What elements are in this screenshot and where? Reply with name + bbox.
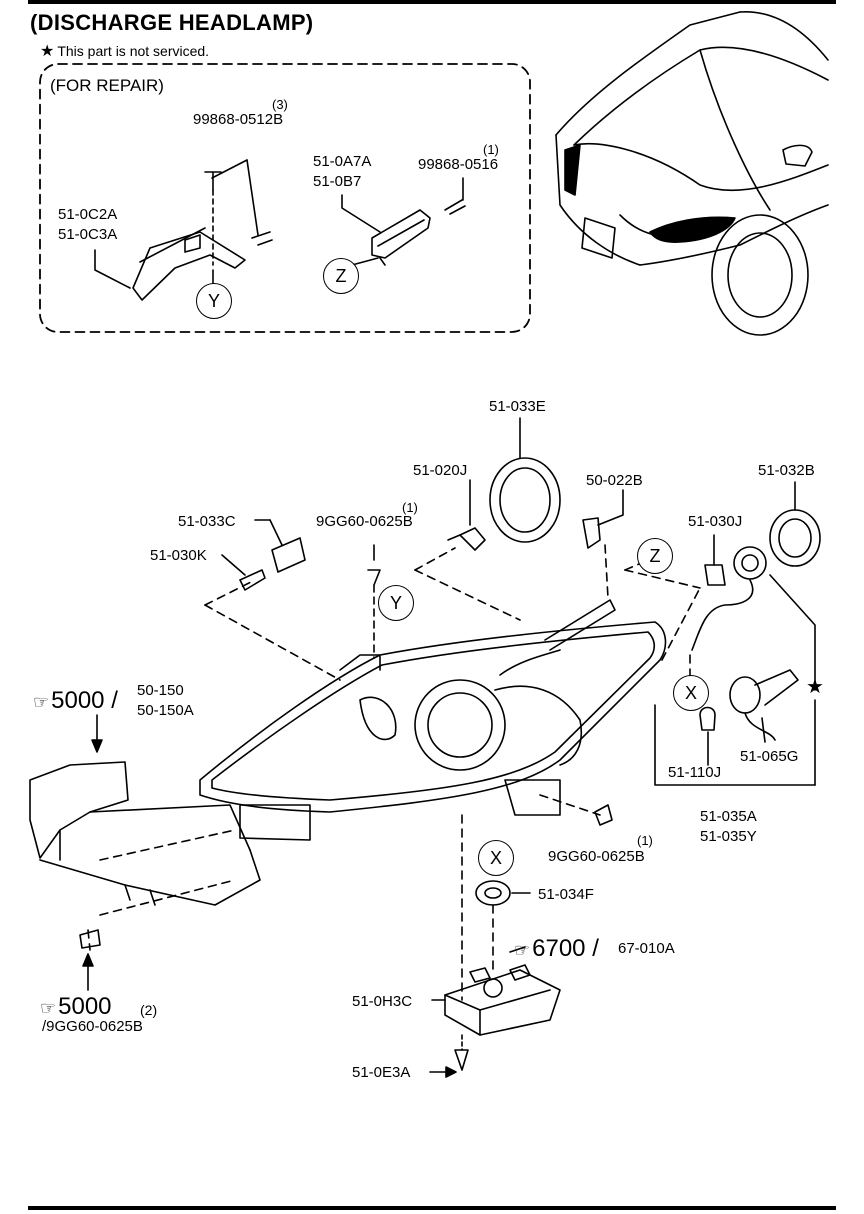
qty-5000: (2) — [140, 1002, 158, 1018]
cap-51-033e-drawing — [489, 417, 561, 543]
arrow-up-icon — [82, 953, 94, 991]
label-51-065g: 51-065G — [740, 748, 799, 765]
ref-5000-top[interactable]: ☞5000 / — [33, 687, 118, 714]
bracket-51-0c2a-drawing — [132, 227, 246, 301]
label-51-030j: 51-030J — [688, 513, 743, 530]
ref-6700[interactable]: ☞6700 / — [514, 935, 599, 962]
screw-9gg60-0625b-mid-icon — [594, 804, 613, 826]
igniter-wire-drawing — [691, 546, 816, 691]
label-50-150: 50-150 — [137, 682, 184, 699]
callout-x-top: X — [673, 675, 709, 711]
qty-9gg60-0625b-mid: (1) — [637, 833, 653, 848]
label-51-033e: 51-033E — [489, 398, 546, 415]
qty-99868-0512b: (3) — [272, 97, 288, 112]
label-9gg60-0625b-top: 9GG60-0625B — [316, 513, 413, 530]
headlamp-assembly-drawing — [199, 599, 667, 841]
car-headlamp-highlight — [649, 216, 736, 243]
top-rule — [28, 0, 836, 4]
screw-51-0e3a-icon — [429, 1034, 469, 1078]
note-text: This part is not serviced. — [57, 43, 210, 59]
bottom-rule — [28, 1206, 836, 1210]
callout-z-repair: Z — [323, 258, 359, 294]
label-51-0e3a: 51-0E3A — [352, 1064, 411, 1081]
control-unit-51-0h3c-drawing — [444, 964, 561, 1036]
label-50-150a: 50-150A — [137, 702, 194, 719]
label-51-020j: 51-020J — [413, 462, 468, 479]
label-51-030k: 51-030K — [150, 547, 207, 564]
ref-5000-top-number: 5000 — [51, 687, 105, 714]
label-51-035a: 51-035A — [700, 808, 757, 825]
label-67-010a: 67-010A — [618, 940, 675, 957]
seal-51-034f-drawing — [475, 880, 511, 906]
qty-9gg60-0625b-top: (1) — [402, 500, 418, 515]
qty-99868-0516: (1) — [483, 142, 499, 157]
bracket-50-150-drawing — [29, 761, 261, 906]
label-51-0a7a: 51-0A7A — [313, 153, 372, 170]
repair-box-title: (FOR REPAIR) — [50, 76, 164, 95]
screw-5000-icon — [79, 929, 101, 949]
label-51-035y: 51-035Y — [700, 828, 757, 845]
label-9gg60-0625b-mid: 9GG60-0625B — [548, 848, 645, 865]
bulb-51-020j-drawing — [447, 479, 486, 551]
label-51-0c2a: 51-0C2A — [58, 206, 118, 223]
screw-99868-0512b-icon — [204, 171, 222, 191]
cap-51-032b-drawing — [769, 481, 821, 567]
star-icon: ★ — [40, 43, 55, 60]
label-51-032b: 51-032B — [758, 462, 815, 479]
vehicle-icon — [555, 11, 829, 336]
label-99868-0512b: 99868-0512B — [193, 111, 284, 128]
bulb-51-035a-drawing — [729, 669, 799, 743]
bulb-51-110j-drawing — [699, 706, 716, 766]
callout-y-repair: Y — [196, 283, 232, 319]
hand-pointer-icon: ☞ — [40, 998, 57, 1018]
callout-y: Y — [378, 585, 414, 621]
callout-z: Z — [637, 538, 673, 574]
screw-99868-0516-icon — [444, 199, 466, 215]
clip-50-022b-drawing — [582, 489, 624, 549]
hand-pointer-icon: ☞ — [33, 692, 50, 712]
bulb-51-030k-drawing — [221, 554, 266, 591]
label-51-034f: 51-034F — [538, 886, 594, 903]
not-serviced-note: ★This part is not serviced. — [40, 41, 209, 61]
ref-5000-bottom-number: 5000 — [58, 993, 112, 1020]
label-51-0c3a: 51-0C3A — [58, 226, 118, 243]
label-51-0h3c: 51-0H3C — [352, 993, 413, 1010]
bulb-51-030j-drawing — [704, 534, 726, 586]
screw-99868-0512b-side-icon — [251, 231, 273, 246]
arrow-down-icon — [91, 714, 103, 753]
screw-9gg60-0625b-top-icon — [367, 544, 381, 659]
hand-pointer-icon: ☞ — [514, 940, 531, 960]
label-50-022b: 50-022B — [586, 472, 643, 489]
label-51-110j: 51-110J — [668, 764, 722, 781]
label-51-0b7: 51-0B7 — [313, 173, 362, 190]
label-9gg60-0625b-bottom: /9GG60-0625B — [42, 1018, 143, 1035]
label-51-033c: 51-033C — [178, 513, 236, 530]
callout-x-bottom: X — [478, 840, 514, 876]
ref-6700-number: 6700 — [532, 935, 586, 962]
star-icon-not-serviced: ★ — [806, 676, 824, 698]
ref-5000-bottom[interactable]: ☞5000 — [40, 993, 112, 1021]
label-99868-0516: 99868-0516 — [418, 156, 499, 173]
socket-51-033c-drawing — [254, 519, 306, 573]
bracket-51-0a7a-drawing — [371, 209, 431, 266]
repair-box-border — [39, 63, 531, 333]
page-title: (DISCHARGE HEADLAMP) — [30, 10, 314, 35]
car-headlamp-highlight-left — [564, 144, 581, 196]
